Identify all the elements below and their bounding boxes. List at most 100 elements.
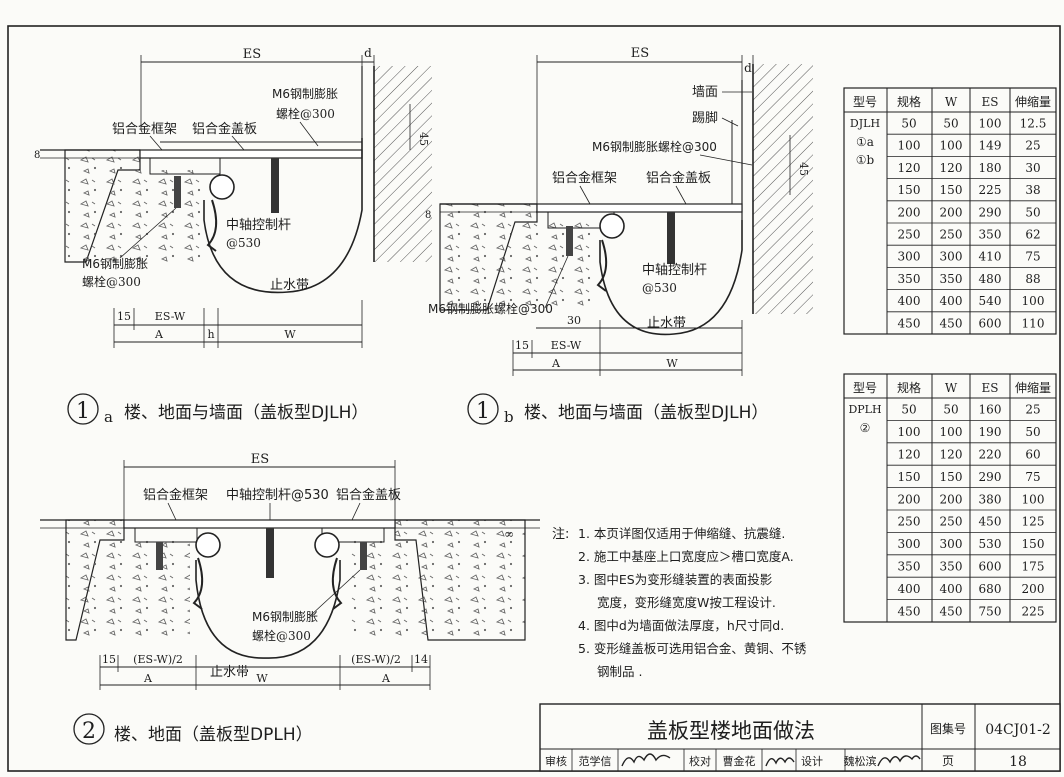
fig2-label-bolt-1: M6钢制膨胀 <box>252 610 318 624</box>
fig2-dim-14: 14 <box>414 653 428 666</box>
fig2-caption-num: 2 <box>82 719 96 744</box>
djlh-cell: 100 <box>940 139 963 153</box>
djlh-cell: 410 <box>979 250 1002 264</box>
dplh-cell: 250 <box>898 515 921 529</box>
fig2-dim-es: ES <box>251 452 269 467</box>
dplh-cell: 150 <box>1022 537 1045 551</box>
fig1a-label-bolt-top-2: 螺栓@300 <box>276 106 335 121</box>
dplh-cell: 530 <box>979 537 1002 551</box>
fig1b-label-bolt-top: M6钢制膨胀螺栓@300 <box>592 139 717 154</box>
dplh-cell: 50 <box>901 403 916 417</box>
fig1b-dim-esw: ES-W <box>551 339 582 352</box>
fig2-label-rod: 中轴控制杆@530 <box>226 488 329 503</box>
dplh-cell: 300 <box>940 537 963 551</box>
dplh-header-type: 型号 <box>853 381 877 395</box>
fig1a-dim-45: 45 <box>417 132 430 146</box>
dplh-cell: 680 <box>979 582 1002 596</box>
dplh-cell: 200 <box>940 492 963 506</box>
fig1a-label-bolt-top-1: M6钢制膨胀 <box>272 87 338 101</box>
djlh-cell: 30 <box>1025 161 1040 175</box>
djlh-cell: 50 <box>943 117 958 131</box>
figure-2: ES ∞ 铝合金框架 中轴控制杆@530 铝合金盖板 M6钢制膨胀 螺栓@300… <box>40 452 540 745</box>
figure-1a: ES d 45 8 铝合金框架 铝合金盖板 M6钢制膨胀 螺栓@300 <box>34 46 432 426</box>
dplh-cell: 50 <box>943 403 958 417</box>
fig1b-label-wall: 墙面 <box>692 85 718 100</box>
dplh-cell: 150 <box>940 470 963 484</box>
notes-line-7: 钢制品 . <box>597 664 642 679</box>
djlh-type-2: ①a <box>856 135 874 149</box>
svg-text:∞: ∞ <box>504 527 514 541</box>
djlh-header-es: ES <box>982 95 999 109</box>
dplh-cell: 60 <box>1025 447 1040 461</box>
dplh-cell: 120 <box>898 447 921 461</box>
dplh-header-spec: 规格 <box>897 380 921 395</box>
fig1b-label-cover: 铝合金盖板 <box>646 170 711 186</box>
dplh-cell: 125 <box>1022 515 1045 529</box>
djlh-cell: 600 <box>979 316 1002 330</box>
fig1a-dim-es: ES <box>243 47 261 62</box>
title-block-page-label: 页 <box>942 754 954 768</box>
dplh-cell: 120 <box>940 447 963 461</box>
dplh-cell: 300 <box>898 537 921 551</box>
fig2-caption-text: 楼、地面（盖板型DPLH） <box>114 725 313 745</box>
djlh-cell: 300 <box>898 250 921 264</box>
djlh-cell: 225 <box>979 183 1002 197</box>
title-block-atlas-no: 04CJ01-2 <box>985 722 1051 738</box>
fig1a-caption-circle <box>67 393 99 425</box>
fig2-label-bolt-2: 螺栓@300 <box>252 628 311 643</box>
notes-line-5: 4. 图中d为墙面做法厚度，h尺寸同d. <box>578 618 784 633</box>
dplh-cell: 380 <box>979 492 1002 506</box>
signoff-check-name: 曹金花 <box>723 754 756 768</box>
fig1b-label-waterstop: 止水带 <box>647 316 686 331</box>
signature-reviewer <box>621 753 671 767</box>
notes-title: 注: <box>552 527 569 542</box>
fig2-dim-w: W <box>256 672 268 685</box>
notes-line-3: 3. 图中ES为变形缝装置的表面投影 <box>578 572 773 587</box>
fig1b-dim-d: d <box>744 61 752 75</box>
title-block-page-no: 18 <box>1009 754 1027 770</box>
fig1a-dim-h: h <box>207 328 214 341</box>
dplh-type-1: DPLH <box>848 403 881 416</box>
djlh-cell: 480 <box>979 272 1002 286</box>
fig2-caption-circle <box>73 713 105 745</box>
notes-line-2: 2. 施工中基座上口宽度应＞槽口宽度A. <box>578 549 794 564</box>
dplh-cell: 200 <box>1022 582 1045 596</box>
fig2-dim-a-left: A <box>143 672 153 685</box>
djlh-cell: 400 <box>940 294 963 308</box>
fig1a-dim-a: A <box>154 328 164 341</box>
fig1b-caption-circle <box>467 393 499 425</box>
dplh-header-es: ES <box>982 381 999 395</box>
dplh-cell: 350 <box>898 559 921 573</box>
fig1b-dim-es: ES <box>631 46 649 61</box>
figure-1b: ES d 45 8 墙面 踢脚 M6钢制膨胀螺栓@300 铝合金框架 铝合金盖板… <box>425 46 813 426</box>
notes-line-6: 5. 变形缝盖板可选用铝合金、黄铜、不锈 <box>578 641 807 656</box>
djlh-cell: 350 <box>940 272 963 286</box>
djlh-header-expansion: 伸缩量 <box>1015 94 1051 109</box>
djlh-cell: 300 <box>940 250 963 264</box>
signoff-review-label: 审核 <box>545 754 567 768</box>
djlh-cell: 200 <box>898 205 921 219</box>
fig2-dim-a-right: A <box>381 672 391 685</box>
djlh-cell: 290 <box>979 205 1002 219</box>
title-block: 盖板型楼地面做法 图集号 04CJ01-2 页 18 审核 范学信 校对 曹金花… <box>539 703 1061 772</box>
fig1a-label-frame: 铝合金框架 <box>112 121 177 137</box>
fig1a-label-cover: 铝合金盖板 <box>192 121 257 137</box>
fig2-dim-15: 15 <box>102 653 116 666</box>
fig1a-caption-num: 1 <box>76 399 90 424</box>
djlh-header-w: W <box>945 95 958 109</box>
signature-checker <box>765 757 795 767</box>
fig1b-label-rod-1: 中轴控制杆 <box>642 263 707 278</box>
djlh-cell: 50 <box>1025 205 1040 219</box>
dplh-header-w: W <box>945 381 958 395</box>
notes-block: 注: 1. 本页详图仅适用于伸缩缝、抗震缝. 2. 施工中基座上口宽度应＞槽口宽… <box>552 526 807 679</box>
djlh-cell: 150 <box>940 183 963 197</box>
djlh-cell: 450 <box>898 316 921 330</box>
fig1a-dim-esw: ES-W <box>155 310 186 323</box>
dplh-cell: 450 <box>979 515 1002 529</box>
signoff-design-name: 魏松滨 <box>844 754 877 768</box>
title-block-title: 盖板型楼地面做法 <box>647 719 815 743</box>
fig1a-dim-d: d <box>364 46 372 60</box>
signoff-design-label: 设计 <box>801 755 823 768</box>
